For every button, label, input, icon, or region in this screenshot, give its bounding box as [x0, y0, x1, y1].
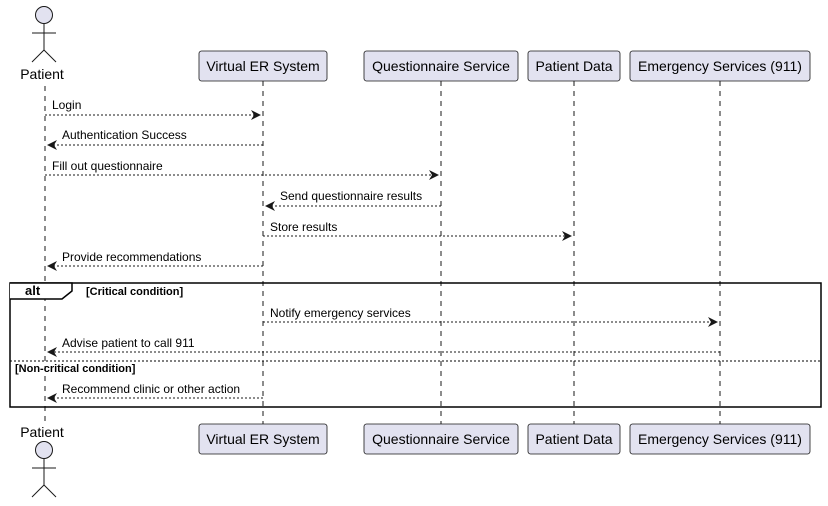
- participant-virtual-er-system-bottom: Virtual ER System: [198, 423, 328, 455]
- participant-label: Emergency Services (911): [638, 431, 802, 447]
- stick-figure-icon: [31, 6, 57, 63]
- message-label: Fill out questionnaire: [52, 159, 163, 173]
- alt-keyword: alt: [25, 283, 41, 298]
- actor-label: Patient: [20, 424, 64, 440]
- message-notify-emergency-services: Notify emergency services: [263, 306, 718, 327]
- message-advise-patient-to-call-911: Advise patient to call 911: [47, 336, 720, 357]
- participant-label: Emergency Services (911): [638, 58, 802, 74]
- participant-emergency-services-top: Emergency Services (911): [629, 50, 811, 82]
- message-label: Send questionnaire results: [280, 189, 422, 203]
- participant-patient-data-bottom: Patient Data: [527, 423, 621, 455]
- message-label: Advise patient to call 911: [62, 336, 195, 350]
- actor-patient-top: Patient: [20, 6, 64, 82]
- stick-figure-icon: [31, 441, 57, 498]
- participant-label: Questionnaire Service: [372, 58, 510, 74]
- participant-label: Virtual ER System: [206, 431, 319, 447]
- message-label: Authentication Success: [62, 128, 187, 142]
- message-label: Notify emergency services: [270, 306, 411, 320]
- message-send-questionnaire-results: Send questionnaire results: [265, 189, 441, 211]
- message-label: Recommend clinic or other action: [62, 382, 240, 396]
- participant-questionnaire-service-bottom: Questionnaire Service: [363, 423, 519, 455]
- message-provide-recommendations: Provide recommendations: [47, 250, 263, 271]
- participant-virtual-er-system-top: Virtual ER System: [198, 50, 328, 82]
- alt-fragment: alt [Critical condition] [Non-critical c…: [9, 282, 822, 408]
- actor-patient-bottom: Patient: [20, 424, 64, 498]
- message-recommend-clinic: Recommend clinic or other action: [47, 382, 263, 403]
- participant-questionnaire-service-top: Questionnaire Service: [363, 50, 519, 82]
- message-label: Provide recommendations: [62, 250, 201, 264]
- participant-label: Patient Data: [535, 431, 612, 447]
- message-authentication-success: Authentication Success: [47, 128, 263, 150]
- message-fill-out-questionnaire: Fill out questionnaire: [45, 159, 439, 180]
- participant-label: Patient Data: [535, 58, 612, 74]
- message-store-results: Store results: [263, 220, 572, 241]
- participant-patient-data-top: Patient Data: [527, 50, 621, 82]
- message-label: Store results: [270, 220, 337, 234]
- participant-label: Questionnaire Service: [372, 431, 510, 447]
- message-label: Login: [52, 98, 81, 112]
- participant-emergency-services-bottom: Emergency Services (911): [629, 423, 811, 455]
- participant-label: Virtual ER System: [206, 58, 319, 74]
- alt-guard-non-critical: [Non-critical condition]: [15, 363, 136, 375]
- alt-guard-critical: [Critical condition]: [86, 286, 184, 298]
- actor-label: Patient: [20, 66, 64, 82]
- message-login: Login: [45, 98, 261, 120]
